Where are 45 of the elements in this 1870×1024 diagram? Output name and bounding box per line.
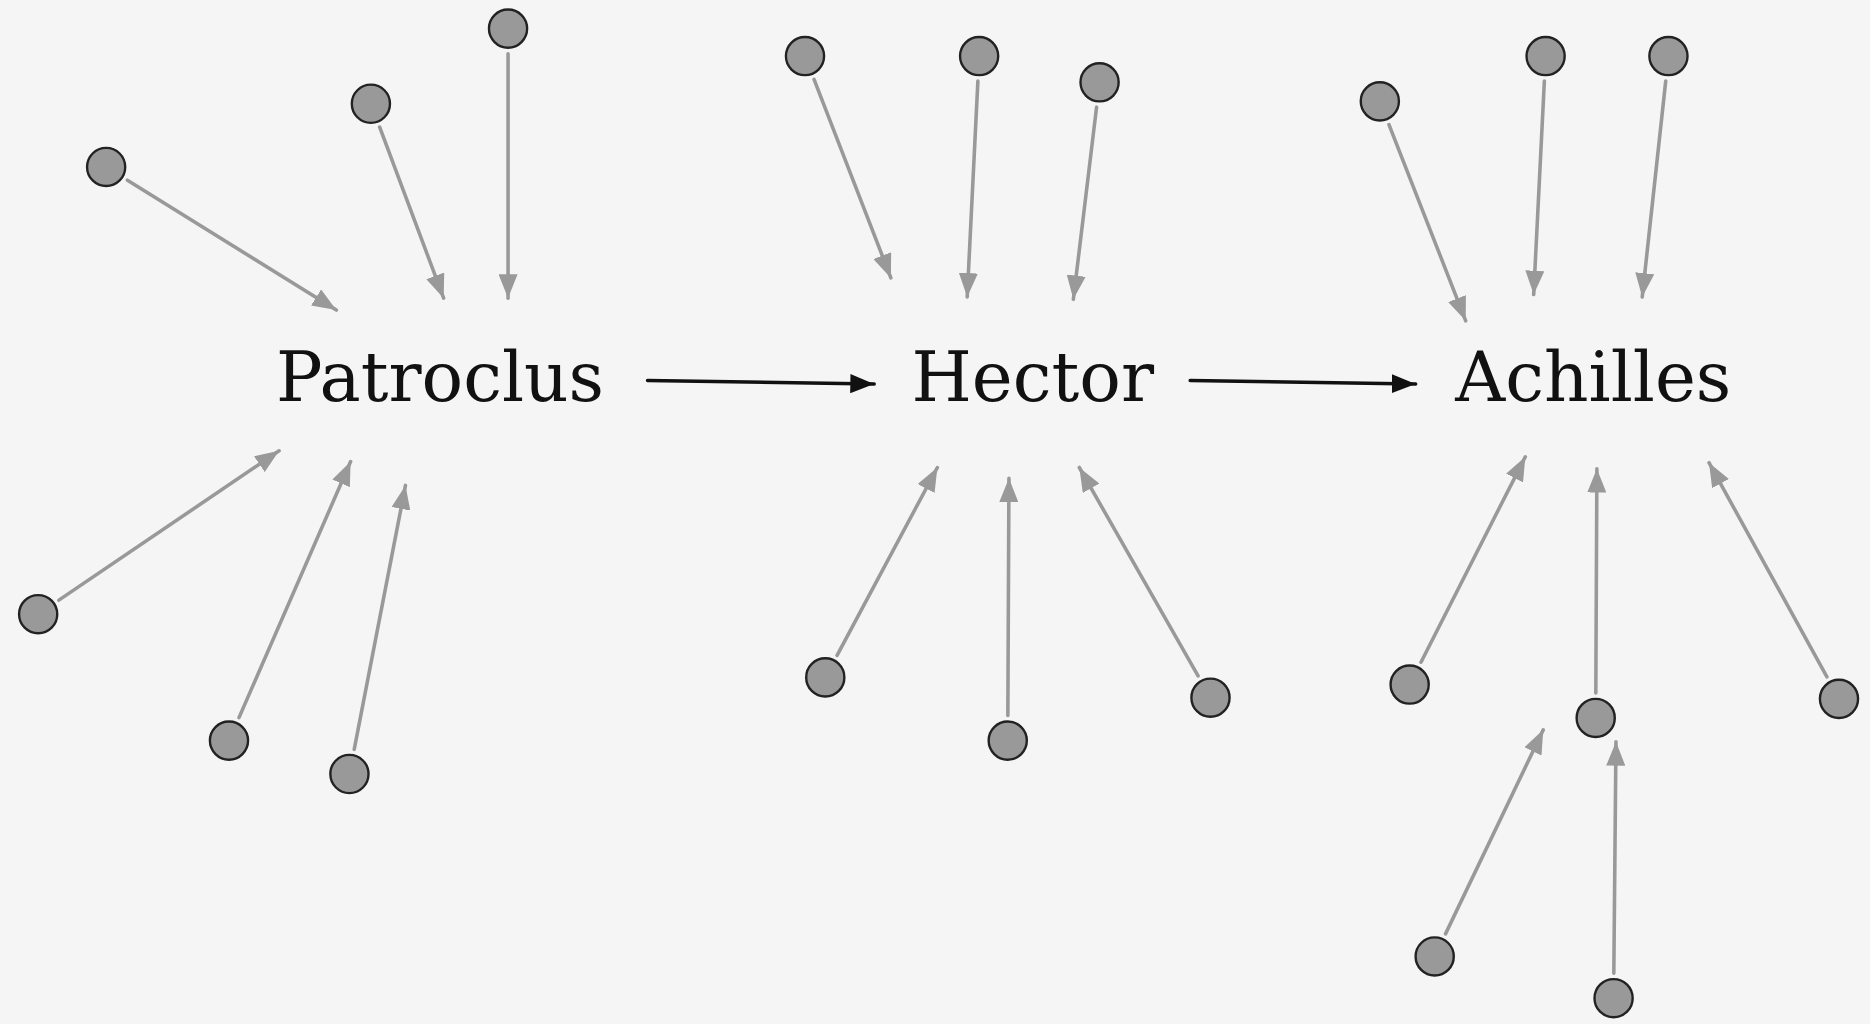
arrow bbox=[835, 465, 940, 658]
node-label: Hector bbox=[889, 323, 1176, 431]
circle-node bbox=[1389, 664, 1430, 705]
circle-node bbox=[85, 146, 127, 188]
circle-node bbox=[350, 83, 392, 125]
arrow bbox=[645, 374, 876, 394]
arrow bbox=[237, 459, 353, 720]
arrow bbox=[999, 476, 1019, 718]
arrow bbox=[1387, 122, 1468, 323]
arrow bbox=[1707, 460, 1829, 679]
circle-node bbox=[17, 593, 59, 635]
circle-node bbox=[487, 8, 529, 49]
arrow bbox=[57, 449, 281, 602]
arrow bbox=[1525, 79, 1547, 297]
node-label: Patroclus bbox=[249, 323, 631, 431]
circle-node bbox=[1648, 35, 1689, 77]
circle-node bbox=[208, 720, 250, 761]
arrow bbox=[1077, 465, 1200, 678]
arrow bbox=[352, 483, 412, 752]
circle-node bbox=[329, 753, 370, 795]
circle-node bbox=[1190, 677, 1231, 718]
arrow bbox=[1419, 454, 1528, 664]
arrow bbox=[1188, 374, 1418, 394]
circle-node bbox=[958, 35, 1000, 77]
arrow bbox=[1606, 740, 1626, 975]
circle-node bbox=[1414, 936, 1455, 977]
circle-node bbox=[987, 720, 1028, 761]
circle-node bbox=[1575, 697, 1616, 739]
circle-node bbox=[784, 35, 826, 77]
arrow bbox=[377, 125, 446, 300]
arrow bbox=[958, 79, 980, 299]
circle-node bbox=[1593, 977, 1634, 1019]
arrow bbox=[125, 178, 339, 312]
circle-node bbox=[1359, 81, 1401, 122]
circle-node bbox=[1818, 678, 1860, 720]
arrow bbox=[812, 77, 893, 280]
circle-node bbox=[805, 657, 846, 698]
circle-node bbox=[1079, 62, 1120, 103]
arrow bbox=[498, 51, 518, 300]
arrow bbox=[1443, 728, 1545, 936]
node-label: Achilles bbox=[1426, 323, 1761, 431]
arrow bbox=[1587, 466, 1607, 695]
circle-node bbox=[1525, 35, 1566, 77]
arrow bbox=[1066, 105, 1099, 302]
arrow bbox=[1634, 79, 1668, 299]
